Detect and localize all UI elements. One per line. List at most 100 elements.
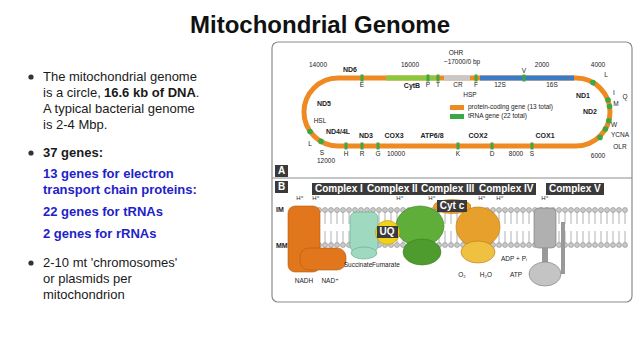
bullet-paragraph: The mitochondrial genome is a circle,16.… [43,69,207,133]
trna-tick [606,118,612,124]
membrane-label: IM [276,206,284,213]
trna-ticks [307,75,612,150]
genome-label: 8000 [509,151,523,158]
complex-i-matrix-arm [300,248,346,270]
bullet-paragraph: 22 genes for tRNAs [43,204,233,220]
bullet-group [28,74,33,265]
trna-tick [590,80,596,86]
trna-tick [361,75,364,82]
cytochrome-ellipse-fill [433,199,470,213]
complex-iv-shape [456,207,500,263]
complex-ii-shape [350,212,378,259]
genome-label: H [344,151,349,158]
legend-swatch [450,105,464,110]
figure-frame [272,42,632,302]
complex-name: Complex IV [476,183,536,195]
genome-label: I [613,90,615,97]
proton-label: H⁺ [478,195,486,201]
complex-name: Complex I [312,183,366,195]
membrane-label: ATP [510,272,522,279]
bullet-text: 13 genes for electron transport chain pr… [43,166,197,197]
genome-label: ~17000/0 bp [444,59,480,66]
genome-label: 14000 [309,62,327,69]
trna-tick [318,139,324,145]
complex-v-shape [529,208,565,286]
genome-label: HSP [463,92,476,99]
trna-tick [345,143,348,150]
genome-label: 6000 [591,153,605,160]
genome-label: ND1 [576,92,590,99]
control-region [444,76,470,81]
legend-swatch [450,114,464,119]
legend-text: protein-coding gene (13 total) [468,104,553,111]
genome-label: ND5 [317,100,331,107]
genome-label: Q [622,94,627,101]
proton-label: H⁺ [541,195,549,201]
panel-letter: A [275,165,288,177]
genome-label: COX3 [384,132,403,139]
trna-tick [607,104,613,110]
genome-label: 16000 [401,62,419,69]
complex-name: Complex V [546,183,604,195]
genome-label: ATP6/8 [420,132,443,139]
proton-label: H⁺ [396,195,404,201]
cytochrome-ellipse: Cyt c [433,199,471,214]
panel-divider [272,178,632,179]
complex-v-rotor [534,208,556,248]
trna-tick [491,143,494,150]
trna-tick [437,75,440,82]
genome-label: D [490,151,495,158]
complex-ii-lobe [351,247,377,259]
genome-label: R [360,151,365,158]
genome-label: OLR [613,144,626,151]
membrane-label: NADH [295,278,313,285]
membrane-label: O₂ [458,272,466,279]
trna-tick [523,75,526,82]
bullet-paragraph: 2-10 mt 'chromosomes' or plasmids per mi… [43,255,178,303]
bullet-text: 37 genes: [43,145,103,160]
molecule-name: Cyt c [437,200,467,212]
bullet-text: 16.6 kb of DNA [104,85,196,100]
cytb-segment [386,76,436,81]
bullet-dot [28,260,33,265]
genome-label: V [522,68,526,75]
genome-label: ND4/4L [326,128,350,135]
trna-tick [603,126,609,132]
membrane-label: MM [276,242,288,249]
genome-label: S [320,150,324,157]
genome-label: ND3 [359,132,373,139]
membrane-label: Fumarate [372,262,400,269]
genome-label: ND6 [343,66,357,73]
membrane-label: NAD⁺ [321,278,338,285]
proton-label: H⁺ [296,195,304,201]
complex-name: Complex II [364,183,421,195]
bullet-paragraph: 13 genes for electron transport chain pr… [43,166,221,198]
membrane-label: ADP + Pᵢ [501,256,527,263]
molecule-name: UQ [377,226,398,238]
bullet-dot [28,74,33,79]
genome-label: HSL [314,118,327,125]
bullet-dot [28,150,33,155]
genome-label: L [308,141,312,148]
complex-v-head [529,262,561,286]
complex-iii-lobe [403,239,441,265]
trna-tick [475,75,478,82]
rrna-segment [480,76,574,81]
genome-label: L [604,72,608,79]
genome-label: M [613,101,618,108]
genome-label: CytB [404,82,420,89]
bullet-paragraph: 2 genes for rRNAs [43,226,233,242]
genome-label: F [474,82,478,89]
complex-iii-shape [396,206,444,265]
genome-label: W [611,122,617,129]
ubiquinone-circle: UQ [375,220,400,245]
legend-row: tRNA gene (22 total) [450,113,527,120]
complex-name: Complex III [418,183,477,195]
legend-text: tRNA gene (22 total) [468,113,527,120]
proton-label: H⁺ [312,195,320,201]
complex-i-shape [288,206,346,272]
genome-label: OHR [449,50,463,57]
trna-tick [531,143,534,150]
